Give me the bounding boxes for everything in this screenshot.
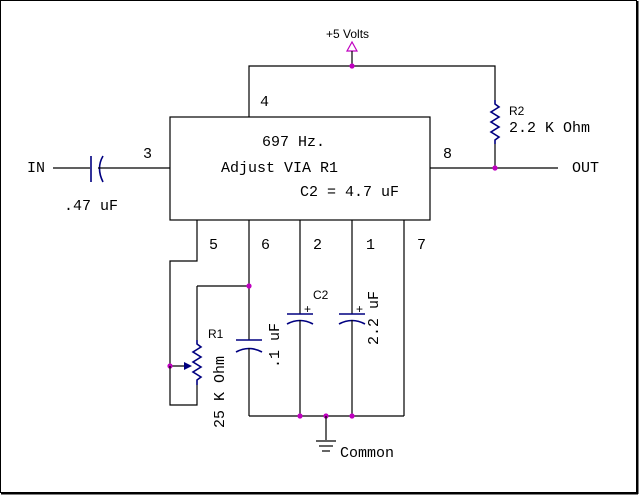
r2-value: 2.2 K Ohm [509, 120, 590, 137]
supply-label: +5 Volts [326, 27, 369, 41]
pin-6-label: 6 [261, 237, 270, 254]
junction-dot [349, 63, 355, 69]
pin-4-label: 4 [260, 94, 269, 111]
ground-icon [316, 440, 336, 452]
pin-8-label: 8 [443, 146, 452, 163]
output-label: OUT [572, 160, 599, 177]
pin1-cap-plus-sign: + [356, 302, 363, 316]
junction-dot [246, 283, 252, 289]
r2-resistor-icon [489, 100, 501, 144]
junction-dot [297, 413, 303, 419]
r1-name: R1 [208, 327, 224, 341]
supply-rail [248, 65, 496, 117]
ic-c2-label: C2 = 4.7 uF [300, 184, 399, 201]
pin5-wire [169, 220, 198, 367]
timing-cap-value: .1 uF [267, 323, 284, 368]
c2-name: C2 [313, 288, 329, 302]
input-label: IN [27, 160, 45, 177]
junction-dot [492, 165, 498, 171]
pin-7-label: 7 [417, 237, 426, 254]
input-capacitor-icon [98, 155, 104, 183]
pin-5-label: 5 [209, 237, 218, 254]
input-cap-value: .47 uF [64, 198, 118, 215]
supply-arrow-icon [345, 40, 359, 52]
ic-adjust-label: Adjust VIA R1 [221, 160, 338, 177]
pin-1-label: 1 [366, 237, 375, 254]
r2-name: R2 [509, 104, 525, 118]
ground-label: Common [340, 445, 394, 462]
r1-value: 25 K Ohm [212, 356, 229, 428]
pin1-cap-value: 2.2 uF [366, 291, 383, 345]
r1-wiper-arrow-icon [184, 362, 192, 370]
c2-plus-sign: + [304, 302, 311, 316]
pin-3-label: 3 [143, 146, 152, 163]
junction-dot [349, 413, 355, 419]
r1-potentiometer-icon [191, 340, 203, 385]
pin-2-label: 2 [313, 237, 322, 254]
ic-frequency-label: 697 Hz. [262, 134, 325, 151]
